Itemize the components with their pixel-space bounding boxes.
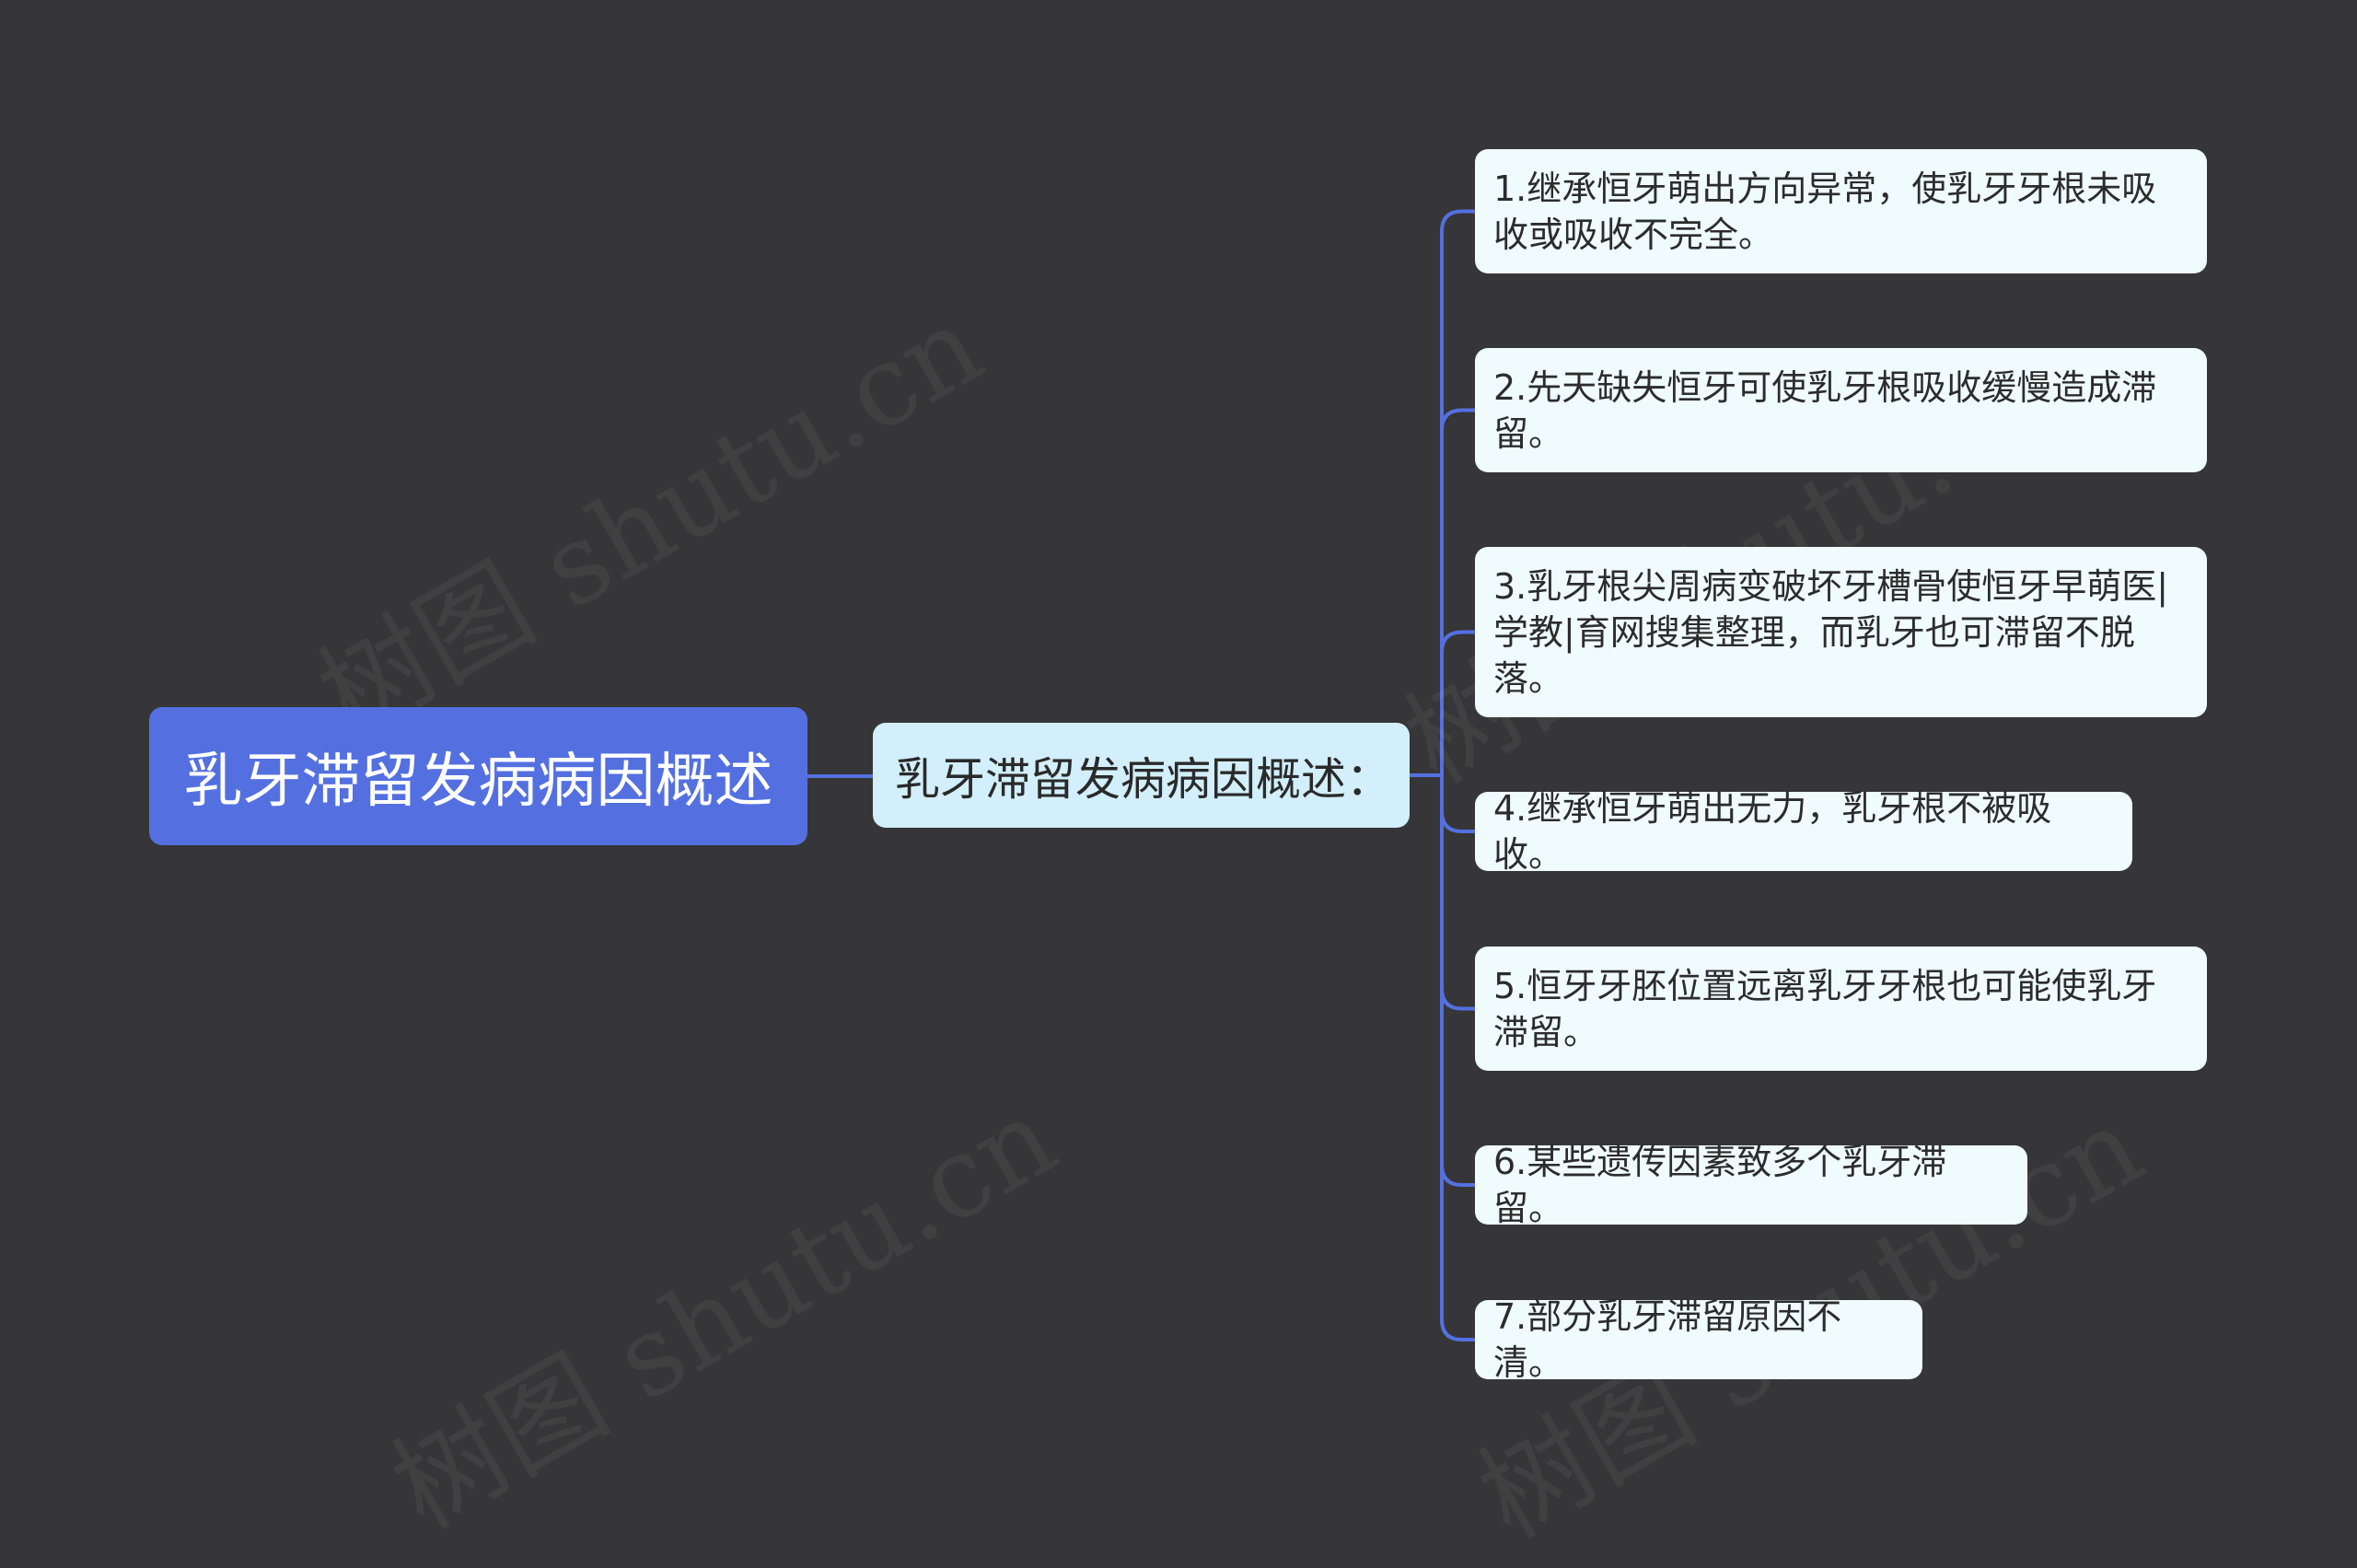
leaf-connector-4 xyxy=(1440,773,1477,833)
branch-topic[interactable]: 乳牙滞留发病病因概述： xyxy=(873,723,1410,828)
mind-map-canvas: 树图 shutu.cn 树图 shutu.cn 树图 shutu.cn 树图 s… xyxy=(149,149,2207,1563)
connector-lines xyxy=(806,209,1477,1342)
leaf-connector-3 xyxy=(1440,630,1477,777)
leaf-topic-text: 7.部分乳牙滞留原因不清。 xyxy=(1493,1296,1842,1383)
leaf-topic-3[interactable]: 3.乳牙根尖周病变破坏牙槽骨使恒牙早萌医|学教|育网搜集整理，而乳牙也可滞留不脱… xyxy=(1475,547,2207,717)
leaf-topic-4[interactable]: 4.继承恒牙萌出无力，乳牙根不被吸收。 xyxy=(1475,788,2132,875)
root-topic[interactable]: 乳牙滞留发病病因概述 xyxy=(149,707,807,845)
leaf-topic-text: 1.继承恒牙萌出方向异常，使乳牙牙根未吸收或吸收不完全。 xyxy=(1493,168,2157,255)
leaf-topic-7[interactable]: 7.部分乳牙滞留原因不清。 xyxy=(1475,1296,1922,1383)
leaf-connector-5 xyxy=(1440,773,1477,1011)
leaf-connector-7 xyxy=(1440,773,1477,1342)
leaf-topic-text: 3.乳牙根尖周病变破坏牙槽骨使恒牙早萌医|学教|育网搜集整理，而乳牙也可滞留不脱… xyxy=(1493,565,2169,699)
leaf-connector-2 xyxy=(1440,408,1477,777)
leaf-topic-1[interactable]: 1.继承恒牙萌出方向异常，使乳牙牙根未吸收或吸收不完全。 xyxy=(1475,149,2207,273)
leaf-topic-2[interactable]: 2.先天缺失恒牙可使乳牙根吸收缓慢造成滞留。 xyxy=(1475,348,2207,472)
leaf-topic-text: 4.继承恒牙萌出无力，乳牙根不被吸收。 xyxy=(1493,788,2052,875)
leaf-topic-text: 5.恒牙牙胚位置远离乳牙牙根也可能使乳牙滞留。 xyxy=(1493,965,2157,1052)
branch-topic-label: 乳牙滞留发病病因概述： xyxy=(895,752,1392,806)
leaf-topic-5[interactable]: 5.恒牙牙胚位置远离乳牙牙根也可能使乳牙滞留。 xyxy=(1475,947,2207,1071)
leaf-connector-1 xyxy=(1440,209,1477,777)
leaf-topic-text: 2.先天缺失恒牙可使乳牙根吸收缓慢造成滞留。 xyxy=(1493,366,2157,454)
leaf-topic-6[interactable]: 6.某些遗传因素致多个乳牙滞留。 xyxy=(1475,1142,2027,1228)
leaf-connector-6 xyxy=(1440,773,1477,1187)
leaf-topic-text: 6.某些遗传因素致多个乳牙滞留。 xyxy=(1493,1142,1947,1228)
root-topic-label: 乳牙滞留发病病因概述 xyxy=(183,748,773,816)
